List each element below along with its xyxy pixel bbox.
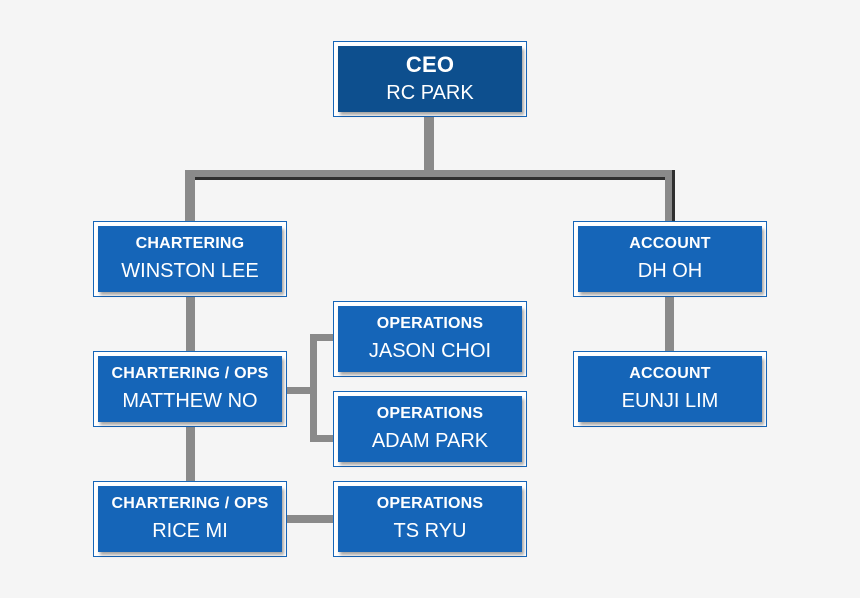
- operations-2-title: OPERATIONS: [376, 405, 484, 422]
- operations-box-1-inner: OPERATIONS JASON CHOI: [338, 306, 522, 372]
- account-2-name: EUNJI LIM: [621, 390, 719, 412]
- operations-box-2: OPERATIONS ADAM PARK: [333, 391, 527, 467]
- connector-to-account-edge: [672, 170, 675, 222]
- operations-box-2-inner: OPERATIONS ADAM PARK: [338, 396, 522, 462]
- connector-ops-bracket-vertical: [310, 334, 317, 442]
- connector-ceo-down: [424, 116, 434, 178]
- connector-account-to-account2: [665, 296, 674, 352]
- operations-3-name: TS RYU: [393, 520, 467, 542]
- connector-top-horizontal: [185, 170, 675, 180]
- connector-to-operations-1: [310, 334, 336, 341]
- operations-box-3-inner: OPERATIONS TS RYU: [338, 486, 522, 552]
- chartering-ops-box-1-inner: CHARTERING / OPS MATTHEW NO: [98, 356, 282, 422]
- operations-3-title: OPERATIONS: [376, 495, 484, 512]
- ceo-box-inner: CEO RC PARK: [338, 46, 522, 112]
- chartering-ops-box-2: CHARTERING / OPS RICE MI: [93, 481, 287, 557]
- connector-to-account: [665, 170, 675, 222]
- operations-2-name: ADAM PARK: [371, 430, 489, 452]
- chartering-ops-box-1: CHARTERING / OPS MATTHEW NO: [93, 351, 287, 427]
- connector-chartering-to-ops1: [186, 296, 195, 352]
- ceo-name: RC PARK: [386, 82, 474, 104]
- chartering-box-inner: CHARTERING WINSTON LEE: [98, 226, 282, 292]
- connector-to-chartering: [185, 170, 195, 222]
- chartering-box: CHARTERING WINSTON LEE: [93, 221, 287, 297]
- chartering-name: WINSTON LEE: [121, 260, 259, 282]
- account-box-1: ACCOUNT DH OH: [573, 221, 767, 297]
- chartering-ops-box-2-inner: CHARTERING / OPS RICE MI: [98, 486, 282, 552]
- ceo-box: CEO RC PARK: [333, 41, 527, 117]
- chartering-ops-1-title: CHARTERING / OPS: [111, 365, 269, 382]
- account-box-1-inner: ACCOUNT DH OH: [578, 226, 762, 292]
- chartering-ops-2-name: RICE MI: [152, 520, 228, 542]
- operations-box-3: OPERATIONS TS RYU: [333, 481, 527, 557]
- account-1-title: ACCOUNT: [629, 235, 711, 252]
- connector-to-operations-2: [310, 435, 336, 442]
- chartering-ops-1-name: MATTHEW NO: [122, 390, 258, 412]
- ceo-title: CEO: [405, 52, 455, 77]
- account-box-2-inner: ACCOUNT EUNJI LIM: [578, 356, 762, 422]
- connector-top-horizontal-edge: [193, 177, 675, 180]
- account-1-name: DH OH: [637, 260, 703, 282]
- operations-1-title: OPERATIONS: [376, 315, 484, 332]
- account-box-2: ACCOUNT EUNJI LIM: [573, 351, 767, 427]
- operations-box-1: OPERATIONS JASON CHOI: [333, 301, 527, 377]
- connector-ops1-right: [286, 387, 312, 394]
- chartering-title: CHARTERING: [135, 235, 245, 252]
- connector-ops1-to-ops2: [186, 426, 195, 482]
- account-2-title: ACCOUNT: [629, 365, 711, 382]
- chartering-ops-2-title: CHARTERING / OPS: [111, 495, 269, 512]
- operations-1-name: JASON CHOI: [368, 340, 492, 362]
- connector-ops2-to-operations-3: [286, 515, 336, 523]
